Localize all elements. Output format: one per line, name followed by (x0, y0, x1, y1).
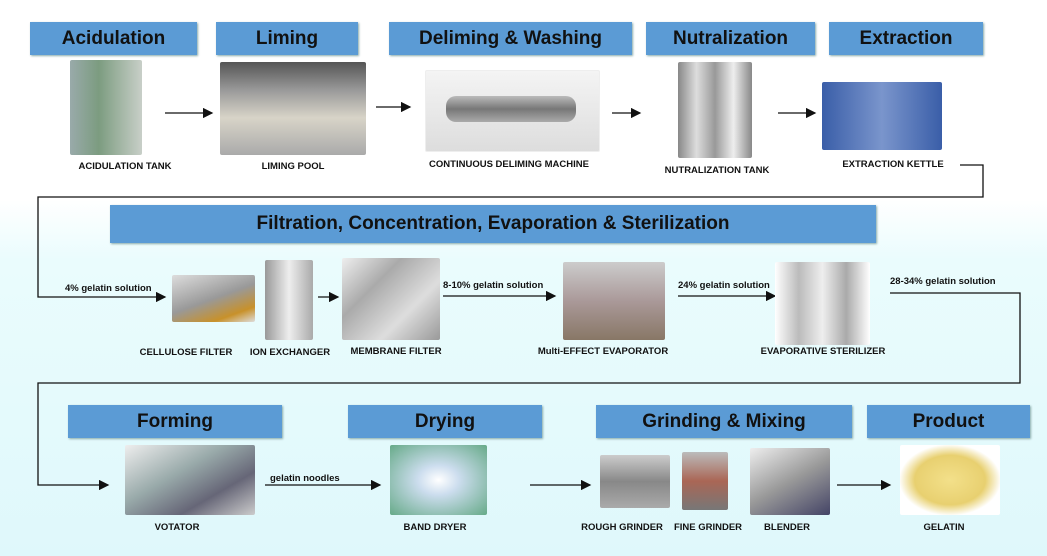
equipment-label: EXTRACTION KETTLE (842, 159, 944, 170)
equipment-label: VOTATOR (154, 522, 200, 533)
stage-header-liming: Liming (216, 22, 358, 55)
equipment-label: NUTRALIZATION TANK (664, 165, 770, 176)
flow-label: gelatin noodles (270, 473, 340, 484)
evaporative-sterilizer-image (775, 262, 870, 345)
stage-header-grinding-mixing: Grinding & Mixing (596, 405, 852, 438)
equipment-label: Multi-EFFECT EVAPORATOR (537, 346, 669, 357)
flow-label: 8-10% gelatin solution (443, 280, 544, 291)
flow-label: 28-34% gelatin solution (890, 276, 996, 287)
equipment-label: EVAPORATIVE STERILIZER (760, 346, 886, 357)
blender-image (750, 448, 830, 515)
equipment-label: ACIDULATION TANK (78, 161, 172, 172)
equipment-label: BAND DRYER (403, 522, 467, 533)
connector (37, 292, 1021, 491)
stage-header-product: Product (867, 405, 1030, 438)
votator-image (125, 445, 255, 515)
cellulose-filter-image (172, 275, 255, 322)
flow-label: 4% gelatin solution (65, 283, 152, 294)
connector (37, 164, 984, 303)
stage-header-extraction: Extraction (829, 22, 983, 55)
stage-header-filtration: Filtration, Concentration, Evaporation &… (110, 205, 876, 243)
equipment-label: ION EXCHANGER (249, 347, 331, 358)
equipment-label: GELATIN (923, 522, 965, 533)
liming-pool-image (220, 62, 366, 155)
equipment-label: FINE GRINDER (673, 522, 743, 533)
stage-header-acidulation: Acidulation (30, 22, 197, 55)
gelatin-product-image (900, 445, 1000, 515)
equipment-label: BLENDER (764, 522, 810, 533)
flow-label: 24% gelatin solution (678, 280, 770, 291)
deliming-machine-image (425, 70, 600, 152)
fine-grinder-image (682, 452, 728, 510)
membrane-filter-image (342, 258, 440, 340)
equipment-label: CELLULOSE FILTER (139, 347, 233, 358)
stage-header-drying: Drying (348, 405, 542, 438)
stage-header-deliming: Deliming & Washing (389, 22, 632, 55)
stage-header-nutralization: Nutralization (646, 22, 815, 55)
rough-grinder-image (600, 455, 670, 508)
extraction-kettle-image (822, 82, 942, 150)
equipment-label: ROUGH GRINDER (581, 522, 663, 533)
equipment-label: MEMBRANE FILTER (350, 346, 442, 357)
equipment-label: LIMING POOL (261, 161, 325, 172)
acidulation-tank-image (70, 60, 142, 155)
multi-effect-evaporator-image (563, 262, 665, 340)
ion-exchanger-image (265, 260, 313, 340)
band-dryer-image (390, 445, 487, 515)
equipment-label: CONTINUOUS DELIMING MACHINE (429, 159, 589, 170)
stage-header-forming: Forming (68, 405, 282, 438)
nutralization-tank-image (678, 62, 752, 158)
